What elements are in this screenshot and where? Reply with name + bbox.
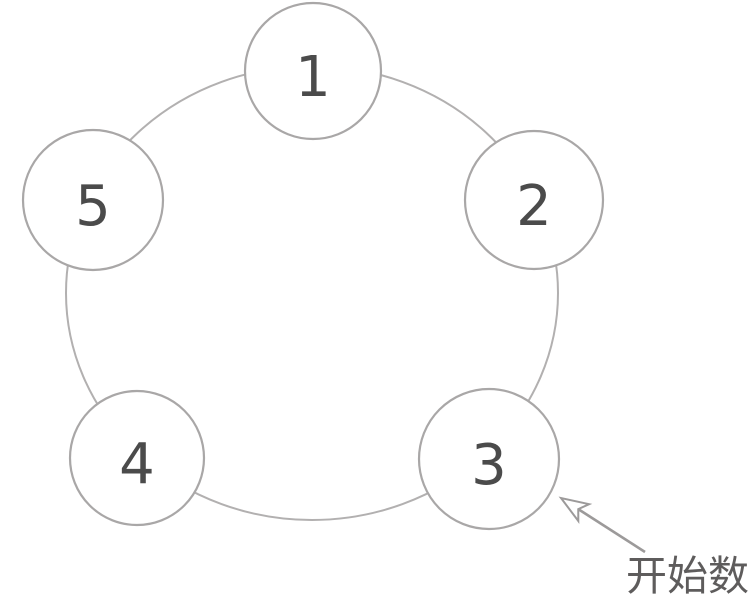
node-circle-2 xyxy=(463,129,605,271)
start-arrow-shaft xyxy=(577,508,646,554)
node-circle-1 xyxy=(243,1,383,141)
node-number-4: 4 xyxy=(119,432,155,497)
node-number-3: 3 xyxy=(471,433,507,498)
node-circle-3 xyxy=(417,387,561,531)
node-number-1: 1 xyxy=(295,45,331,110)
node-3: 3 xyxy=(417,387,561,531)
node-5: 5 xyxy=(21,128,165,272)
start-arrow xyxy=(558,496,646,554)
node-4: 4 xyxy=(68,389,206,527)
node-number-5: 5 xyxy=(75,174,111,239)
node-2: 2 xyxy=(463,129,605,271)
start-label: 开始数 xyxy=(626,552,749,600)
node-circle-4 xyxy=(68,389,206,527)
node-1: 1 xyxy=(243,1,383,141)
node-circle-5 xyxy=(21,128,165,272)
start-arrow-head xyxy=(558,496,593,525)
node-number-2: 2 xyxy=(516,174,552,239)
